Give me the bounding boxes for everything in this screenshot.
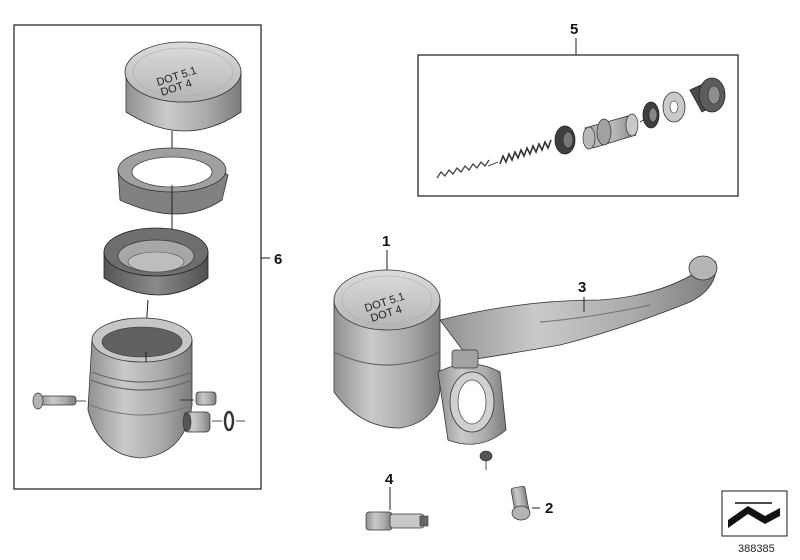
handlebar-clamp[interactable]	[437, 349, 507, 470]
return-spring-small[interactable]	[436, 159, 499, 179]
callout-3: 3	[578, 279, 586, 296]
reservoir-cap-exploded[interactable]: DOT 4 DOT 5.1	[124, 41, 242, 150]
ring-gasket[interactable]	[117, 147, 229, 232]
primary-seal[interactable]	[554, 125, 576, 155]
master-cylinder-reservoir[interactable]: DOT 4 DOT 5.1	[333, 269, 441, 429]
callout-4: 4	[385, 471, 394, 488]
reference-symbol	[721, 490, 788, 537]
kit-6-frame	[13, 24, 270, 490]
return-spring[interactable]	[499, 139, 552, 165]
reservoir-body[interactable]	[87, 317, 193, 459]
callout-6: 6	[274, 251, 282, 268]
o-ring[interactable]	[212, 410, 245, 432]
piston[interactable]	[582, 113, 648, 150]
brake-light-switch[interactable]	[365, 487, 429, 531]
retaining-pin[interactable]	[32, 392, 86, 410]
kit-5-frame	[417, 38, 739, 197]
clamp-bolt[interactable]	[510, 485, 540, 521]
rubber-diaphragm[interactable]	[103, 227, 209, 331]
callout-1: 1	[382, 233, 390, 250]
secondary-seal[interactable]	[642, 101, 660, 129]
hose-nipple[interactable]	[182, 411, 211, 433]
brake-lever[interactable]	[439, 255, 718, 361]
dust-boot[interactable]	[689, 77, 726, 113]
callout-5: 5	[570, 21, 578, 38]
connector-pin[interactable]	[180, 391, 217, 406]
callout-2: 2	[545, 500, 553, 517]
reference-number: 388385	[738, 543, 775, 555]
washer[interactable]	[662, 91, 686, 123]
